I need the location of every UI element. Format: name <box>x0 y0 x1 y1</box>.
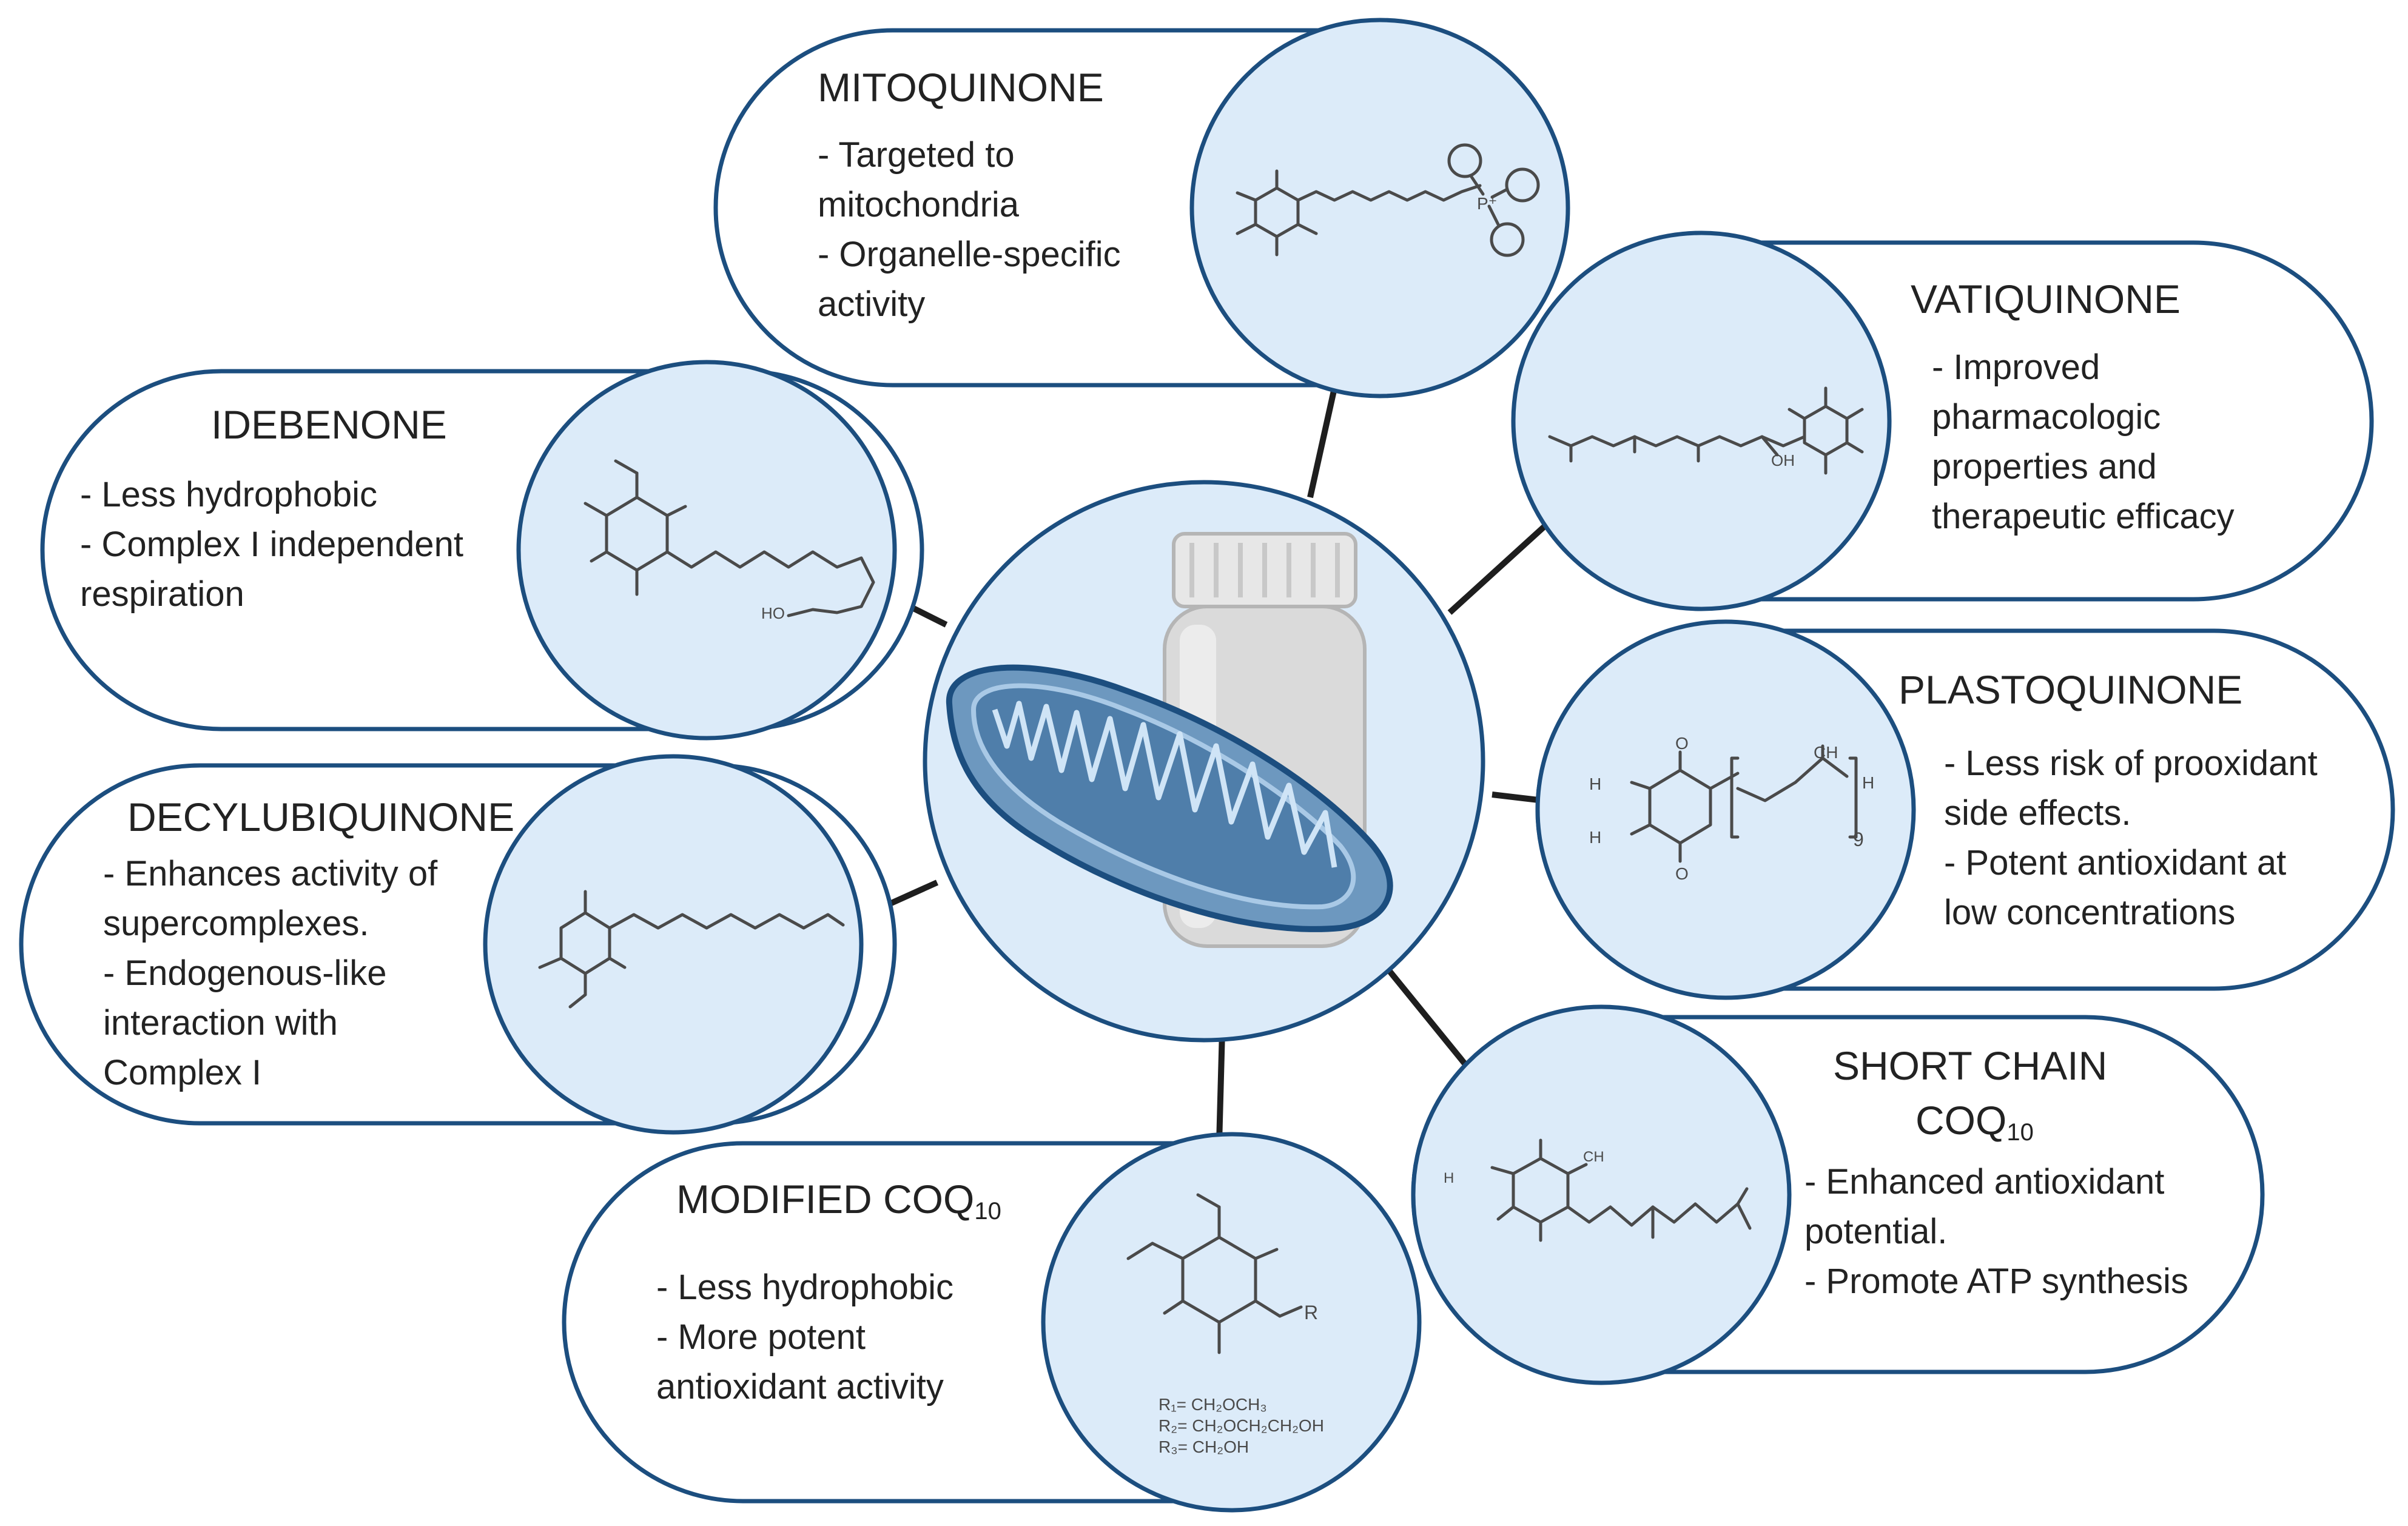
short-chain-line-3: - Promote ATP synthesis <box>1804 1262 2188 1301</box>
modified-line-2: - More potent <box>656 1317 866 1357</box>
plastoquinone-structure: H H O O CH H 9 <box>1589 734 1874 883</box>
vatiquinone-line-1: - Improved <box>1932 348 2100 387</box>
mitoquinone-line-2: mitochondria <box>818 185 1020 224</box>
vatiquinone-structure-circle <box>1511 230 1892 611</box>
mitochondrion-icon <box>946 664 1393 932</box>
decylubiquinone-line-4: interaction with <box>103 1003 338 1043</box>
short-chain-title-line2: COQ10 <box>1915 1098 2034 1146</box>
modified-r1: R₁= CH₂OCH₃ <box>1159 1395 1267 1414</box>
vatiquinone-line-4: therapeutic efficacy <box>1932 497 2235 536</box>
short-chain-h3c: H <box>1444 1170 1454 1186</box>
modified-structure: R R₁= CH₂OCH₃ R₂= CH₂OCH₂CH₂OH R₃= CH₂OH <box>1126 1193 1324 1456</box>
short-chain-structure-circle <box>1411 1004 1792 1385</box>
plastoquinone-title: PLASTOQUINONE <box>1898 667 2242 712</box>
decylubiquinone-line-5: Complex I <box>103 1053 261 1092</box>
modified-r2: R₂= CH₂OCH₂CH₂OH <box>1159 1416 1324 1435</box>
modified-card: MODIFIED COQ10 - Less hydrophobic - More… <box>562 1132 1422 1513</box>
vatiquinone-oh-label: OH <box>1771 451 1795 469</box>
vatiquinone-structure: OH <box>1548 386 1864 475</box>
short-chain-line-1: - Enhanced antioxidant <box>1804 1162 2164 1202</box>
short-chain-ch3: CH <box>1583 1149 1604 1165</box>
vatiquinone-line-2: pharmacologic <box>1932 397 2161 437</box>
decylubiquinone-title: DECYLUBIQUINONE <box>127 795 514 839</box>
idebenone-line-2: - Complex I independent <box>80 525 463 564</box>
modified-title: MODIFIED COQ10 <box>676 1177 1001 1225</box>
idebenone-line-3: respiration <box>80 574 244 614</box>
decylubiquinone-card: DECYLUBIQUINONE - Enhances activity of s… <box>19 754 897 1135</box>
vatiquinone-card: VATIQUINONE - Improved pharmacologic pro… <box>1511 230 2374 611</box>
idebenone-structure-circle <box>516 360 897 741</box>
vatiquinone-line-3: properties and <box>1932 447 2157 486</box>
idebenone-card: IDEBENONE - Less hydrophobic - Complex I… <box>40 360 924 741</box>
idebenone-structure: HO <box>584 459 875 622</box>
mitoquinone-structure-circle <box>1189 18 1570 398</box>
short-chain-line-2: potential. <box>1804 1212 1947 1251</box>
idebenone-title: IDEBENONE <box>211 402 447 447</box>
plastoquinone-h3c-bottom: H <box>1589 828 1601 847</box>
mitoquinone-structure: P⁺ <box>1236 143 1540 257</box>
decylubiquinone-line-1: - Enhances activity of <box>103 854 438 893</box>
idebenone-line-1: - Less hydrophobic <box>80 475 377 514</box>
mitoquinone-line-3: - Organelle-specific <box>818 235 1121 274</box>
plastoquinone-line-4: low concentrations <box>1944 893 2235 932</box>
decylubiquinone-structure-circle <box>483 754 864 1135</box>
plastoquinone-card: PLASTOQUINONE - Less risk of prooxidant … <box>1535 619 2395 1000</box>
short-chain-structure: H CH <box>1444 1138 1752 1242</box>
plastoquinone-line-3: - Potent antioxidant at <box>1944 843 2286 882</box>
modified-r3: R₃= CH₂OH <box>1159 1437 1249 1456</box>
mitoquinone-line-4: activity <box>818 284 925 324</box>
plastoquinone-structure-circle <box>1535 619 1916 1000</box>
plastoquinone-h: H <box>1862 773 1874 792</box>
plastoquinone-line-2: side effects. <box>1944 793 2131 833</box>
decylubiquinone-line-3: - Endogenous-like <box>103 953 387 993</box>
modified-line-3: antioxidant activity <box>656 1367 944 1407</box>
mitoquinone-title: MITOQUINONE <box>818 65 1104 110</box>
plastoquinone-o-top: O <box>1675 734 1689 753</box>
short-chain-card: SHORT CHAIN COQ10 - Enhanced antioxidant… <box>1411 1004 2265 1385</box>
decylubiquinone-structure <box>538 890 845 1009</box>
vatiquinone-title: VATIQUINONE <box>1911 277 2181 321</box>
short-chain-title-line1: SHORT CHAIN <box>1833 1043 2107 1088</box>
mitoquinone-line-1: - Targeted to <box>818 135 1015 175</box>
mitoquinone-card: MITOQUINONE - Targeted to mitochondria -… <box>713 18 1570 398</box>
idebenone-ho-label: HO <box>761 604 785 622</box>
center-node <box>923 480 1485 1043</box>
modified-r-label: R <box>1304 1302 1318 1323</box>
plastoquinone-o-bottom: O <box>1675 864 1689 883</box>
plastoquinone-repeat-n: 9 <box>1853 829 1864 850</box>
modified-structure-circle <box>1041 1132 1422 1513</box>
plastoquinone-line-1: - Less risk of prooxidant <box>1944 744 2318 783</box>
decylubiquinone-line-2: supercomplexes. <box>103 904 369 943</box>
plastoquinone-h3c-top: H <box>1589 775 1601 793</box>
plastoquinone-ch3: CH <box>1814 743 1838 762</box>
modified-line-1: - Less hydrophobic <box>656 1268 953 1307</box>
